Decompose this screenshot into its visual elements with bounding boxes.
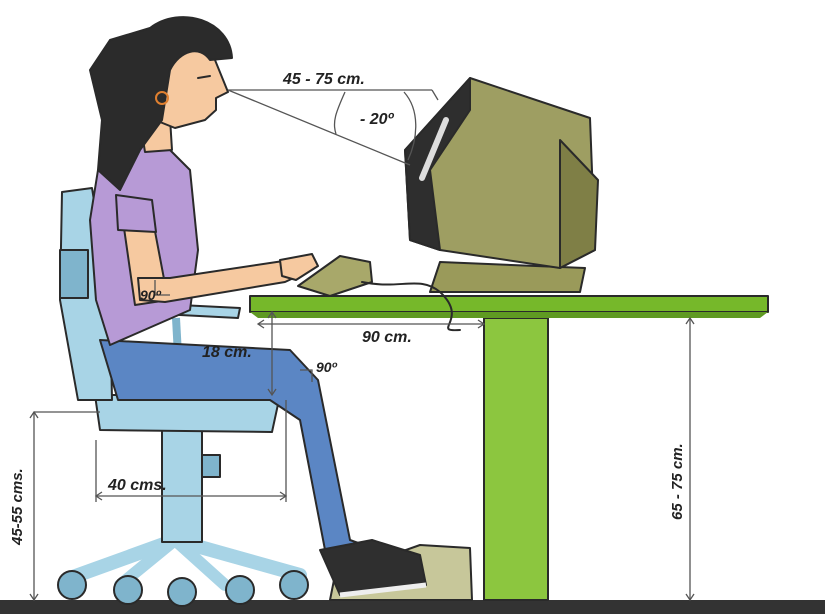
label-view-angle: - 20º xyxy=(360,111,395,128)
chair-wheel xyxy=(58,571,86,599)
label-seat-height: 45-55 cms. xyxy=(9,468,26,546)
desk-leg xyxy=(484,318,548,600)
label-elbow-angle: 90º xyxy=(140,287,162,303)
label-desk-depth: 90 cm. xyxy=(362,329,412,346)
label-eye-distance: 45 - 75 cm. xyxy=(282,71,365,88)
desk-top xyxy=(250,296,768,312)
desk-edge xyxy=(250,312,768,318)
chair-lever xyxy=(202,455,220,477)
label-desk-height: 65 - 75 cm. xyxy=(669,443,686,520)
sight-tick xyxy=(432,90,438,100)
chair-wheel xyxy=(114,576,142,604)
chair-column xyxy=(162,430,202,542)
angle-arc-left xyxy=(334,92,345,134)
chair-wheel xyxy=(226,576,254,604)
sleeve xyxy=(116,195,156,232)
chair-back-adjuster xyxy=(60,250,88,298)
label-knee-angle: 90º xyxy=(316,359,338,375)
label-thigh-clearance: 18 cm. xyxy=(202,344,252,361)
chair-wheel xyxy=(168,578,196,606)
label-seat-depth: 40 cms. xyxy=(107,477,167,494)
chair-wheel xyxy=(280,571,308,599)
